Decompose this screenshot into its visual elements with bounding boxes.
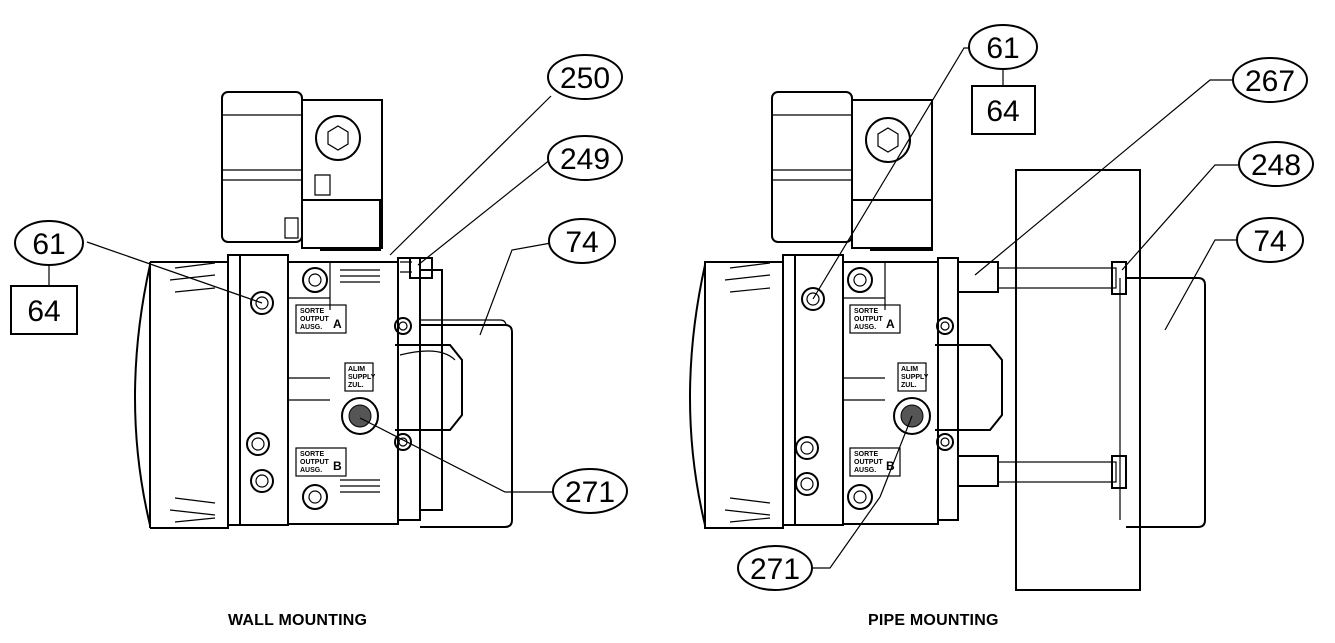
pipe-mounting-caption: PIPE MOUNTING <box>868 612 999 629</box>
hex-head-bolt <box>877 127 899 153</box>
side-module <box>395 344 463 431</box>
callout-248-oval <box>1238 141 1314 187</box>
bolt-61 <box>801 287 825 311</box>
callout-64-box <box>10 285 78 335</box>
callout-64: 64 <box>986 95 1019 128</box>
front-plate <box>227 254 289 526</box>
stud-267-top <box>997 267 1117 289</box>
callout-64-box <box>971 85 1036 135</box>
output-b-letter: B <box>333 459 342 473</box>
main-body <box>287 261 399 525</box>
gauge-knob <box>315 115 361 161</box>
supply-label-line2: SUPPLY <box>901 374 929 381</box>
callout-250: 250 <box>560 62 610 95</box>
output-b-label-line2: OUTPUT <box>854 459 884 466</box>
supply-label-line1: ALIM <box>348 366 365 373</box>
output-a-label-line3: AUSG. <box>854 324 876 331</box>
output-a-letter: A <box>886 317 895 331</box>
wall-callouts: 61 64 250 249 74 271 <box>10 54 628 514</box>
callout-271-oval <box>552 468 628 514</box>
wall-leader-lines <box>48 95 556 493</box>
callout-74: 74 <box>1253 225 1286 258</box>
callout-267: 267 <box>1245 65 1295 98</box>
output-a-label-line1: SORTE <box>854 308 878 315</box>
output-b-letter: B <box>886 459 895 473</box>
callout-248: 248 <box>1251 149 1301 182</box>
wall-mounting-caption: WALL MOUNTING <box>228 612 368 629</box>
callout-271: 271 <box>750 553 800 586</box>
callout-249-oval <box>547 135 623 181</box>
supply-label-line2: SUPPLY <box>348 374 376 381</box>
screen-271 <box>341 397 379 435</box>
output-a-label-line1: SORTE <box>300 308 324 315</box>
output-a-label-line2: OUTPUT <box>300 316 330 323</box>
output-b-label-line1: SORTE <box>854 451 878 458</box>
callout-61-oval <box>968 24 1038 70</box>
callout-74-oval <box>548 218 616 264</box>
housing-rear-dome <box>689 264 706 526</box>
callout-74-oval <box>1236 217 1304 263</box>
wall-mounting-drawing: SORTE OUTPUT AUSG. A ALIM SUPPLY ZUL. SO… <box>134 91 513 529</box>
screen-271 <box>893 397 931 435</box>
pipe <box>1015 169 1141 591</box>
housing-rear-dome <box>134 264 151 526</box>
supply-label-line3: ZUL. <box>901 382 917 389</box>
output-a-label-line2: OUTPUT <box>854 316 884 323</box>
callout-267-oval <box>1232 57 1308 103</box>
output-b-label-line2: OUTPUT <box>300 459 330 466</box>
output-a-label-line3: AUSG. <box>300 324 322 331</box>
pipe-mounting-drawing: SORTE OUTPUT AUSG. A ALIM SUPPLY ZUL. SO… <box>689 91 1206 591</box>
side-module <box>935 344 1003 431</box>
pipe-bracket-74 <box>1126 277 1206 528</box>
gauge-knob <box>865 117 911 163</box>
nut-248-bottom <box>1111 455 1127 489</box>
gauge-side-block <box>301 99 383 249</box>
output-a-letter: A <box>333 317 342 331</box>
callout-61-oval <box>14 220 84 266</box>
callout-271: 271 <box>565 476 615 509</box>
callout-250-oval <box>547 54 623 100</box>
output-b-label-line3: AUSG. <box>854 467 876 474</box>
callout-64: 64 <box>27 295 60 328</box>
nut-248-top <box>1111 261 1127 295</box>
cooling-fins-bottom <box>169 497 216 523</box>
callout-61: 61 <box>32 228 65 261</box>
callout-271-oval <box>737 545 813 591</box>
cooling-fins-top <box>169 262 216 293</box>
supply-label-line1: ALIM <box>901 366 918 373</box>
stud-267-bottom <box>997 461 1117 483</box>
wall-bracket-74 <box>420 324 513 528</box>
output-b-label-line1: SORTE <box>300 451 324 458</box>
supply-label-line3: ZUL. <box>348 382 364 389</box>
pipe-callouts: 61 64 267 248 74 271 <box>737 24 1314 591</box>
callout-74: 74 <box>565 226 598 259</box>
output-b-label-line3: AUSG. <box>300 467 322 474</box>
callout-61: 61 <box>986 32 1019 65</box>
callout-249: 249 <box>560 143 610 176</box>
bolt-61 <box>250 291 274 315</box>
hex-head-bolt <box>327 125 349 151</box>
